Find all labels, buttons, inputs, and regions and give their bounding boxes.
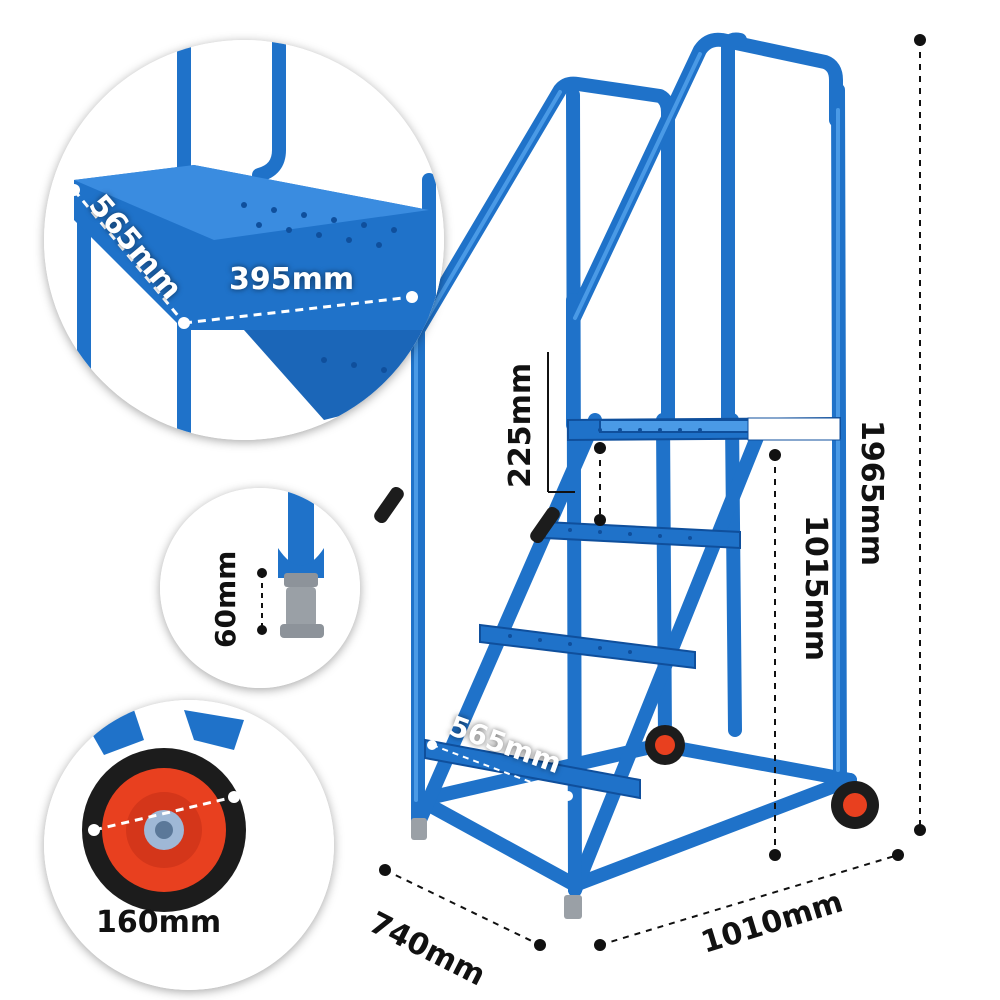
wheel-diameter-label: 160mm <box>96 905 222 940</box>
wheel-inset: 160mm <box>44 700 334 990</box>
platform-height-label: 1015mm <box>798 515 833 662</box>
platform-closeup-icon <box>44 40 444 440</box>
step-rise-label: 225mm <box>503 362 538 488</box>
foot-inset: 60mm <box>160 488 360 688</box>
foot-height-label: 60mm <box>209 550 242 648</box>
rubber-foot-icon <box>160 488 360 688</box>
platform-inset: 565mm 395mm <box>44 40 444 440</box>
castor-wheel-icon <box>44 700 334 990</box>
platform-width-label: 395mm <box>229 262 355 297</box>
overall-height-label: 1965mm <box>854 420 889 567</box>
